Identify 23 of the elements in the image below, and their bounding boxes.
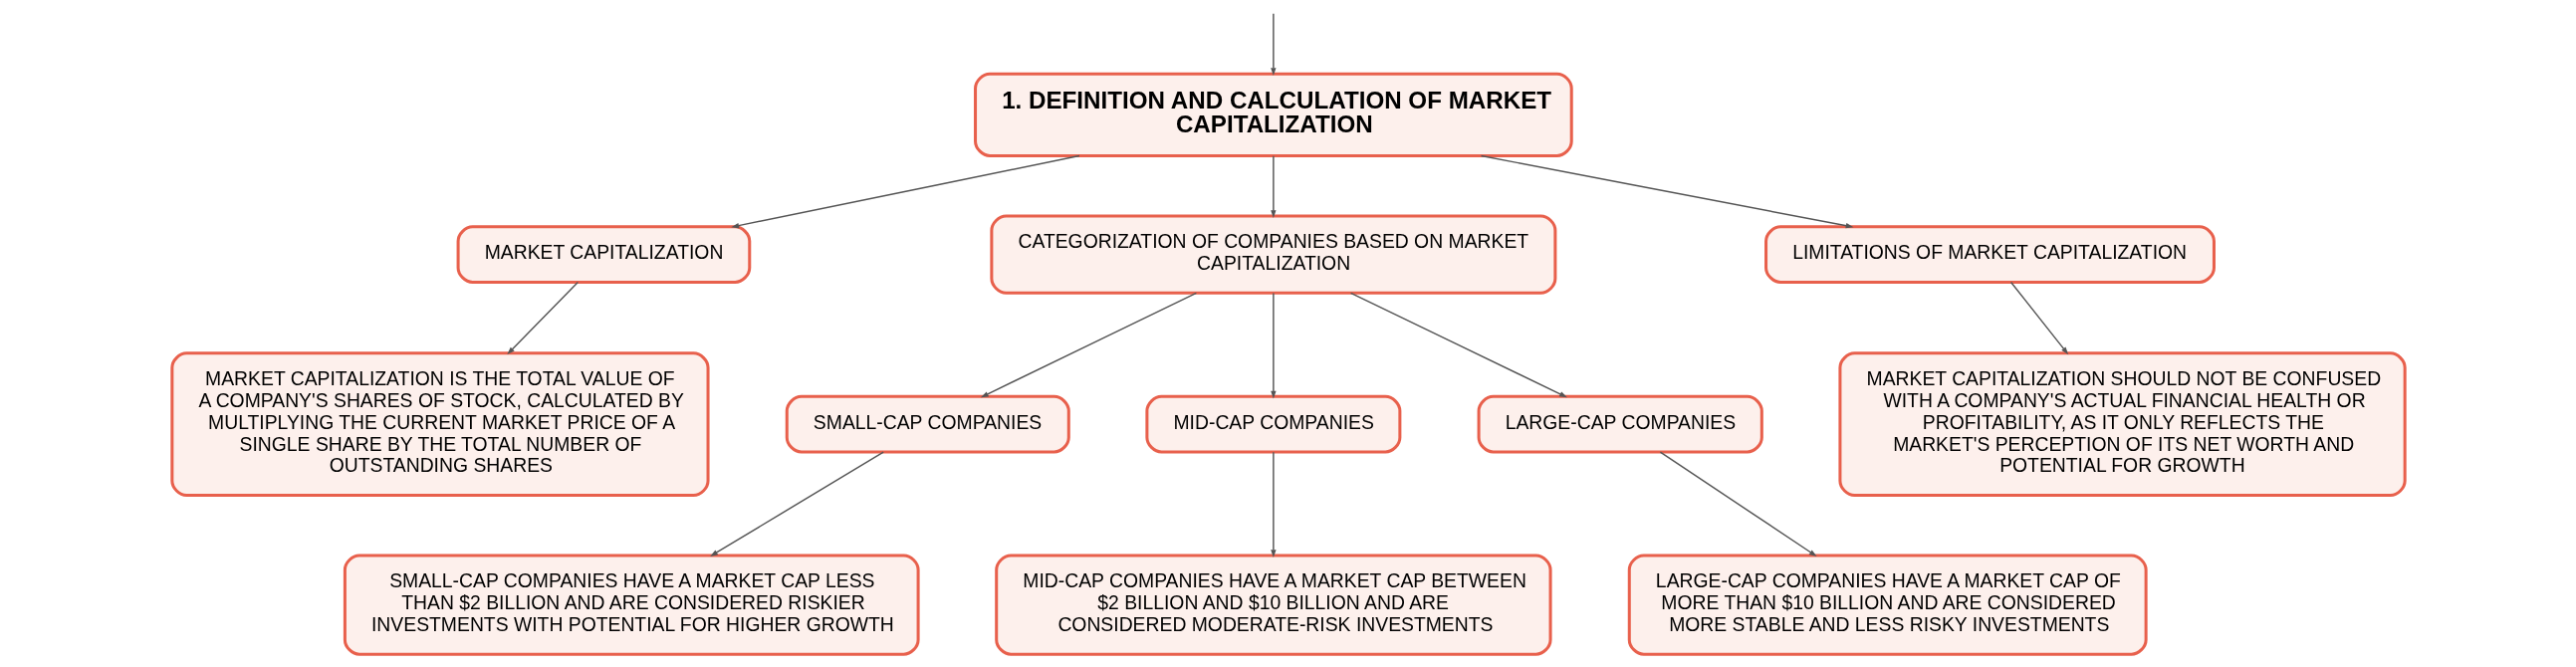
node-box: SMALL-CAP COMPANIES [785, 394, 1070, 454]
node-box: MID-CAP COMPANIES HAVE A MARKET CAP BETWEEN $2 BILLION AND $10 BILLION AND ARE CONSIDERED MODERATE-RISK INVESTMENTS [994, 554, 1552, 656]
node-box: MARKET CAPITALIZATION SHOULD NOT BE CONFUSED WITH A COMPANY'S ACTUAL FINANCIAL HEALTH OR PROFITABILITY, AS IT ONLY REFLECTS THE MARKET'S PERCEPTION OF ITS NET WORTH AND POTENTIAL FOR GROWTH [1837, 351, 2407, 497]
node-box: SMALL-CAP COMPANIES HAVE A MARKET CAP LESS THAN $2 BILLION AND ARE CONSIDERED RISKIER INVESTMENTS WITH POTENTIAL FOR HIGHER GROWTH [343, 554, 920, 656]
arrow [2009, 281, 2068, 355]
arrow [980, 292, 1197, 398]
arrow [1659, 451, 1817, 556]
arrow [1349, 292, 1567, 398]
arrow [709, 451, 884, 556]
node-box: CATEGORIZATION OF COMPANIES BASED ON MARKET CAPITALIZATION [989, 214, 1556, 295]
arrow [506, 281, 579, 355]
arrow [1270, 292, 1277, 399]
node-box: MARKET CAPITALIZATION IS THE TOTAL VALUE OF A COMPANY'S SHARES OF STOCK, CALCULATED BY MULTIPLYING THE CURRENT MARKET PRICE OF A SINGLE SHARE BY THE TOTAL NUMBER OF OUTSTANDING SHARES [169, 351, 710, 497]
node-box: LARGE-CAP COMPANIES HAVE A MARKET CAP OF MORE THAN $10 BILLION AND ARE CONSIDERED MORE STABLE AND LESS RISKY INVESTMENTS [1627, 554, 2148, 656]
node-box: LARGE-CAP COMPANIES [1477, 394, 1763, 454]
node-box: MARKET CAPITALIZATION [456, 225, 751, 284]
arrow [1270, 155, 1277, 218]
arrow [1270, 13, 1277, 76]
arrow [1480, 154, 1853, 229]
arrow [730, 154, 1080, 229]
arrow [1270, 451, 1277, 557]
node-box: 1. DEFINITION AND CALCULATION OF MARKET CAPITALIZATION [973, 72, 1573, 157]
node-box: MID-CAP COMPANIES [1144, 394, 1401, 454]
